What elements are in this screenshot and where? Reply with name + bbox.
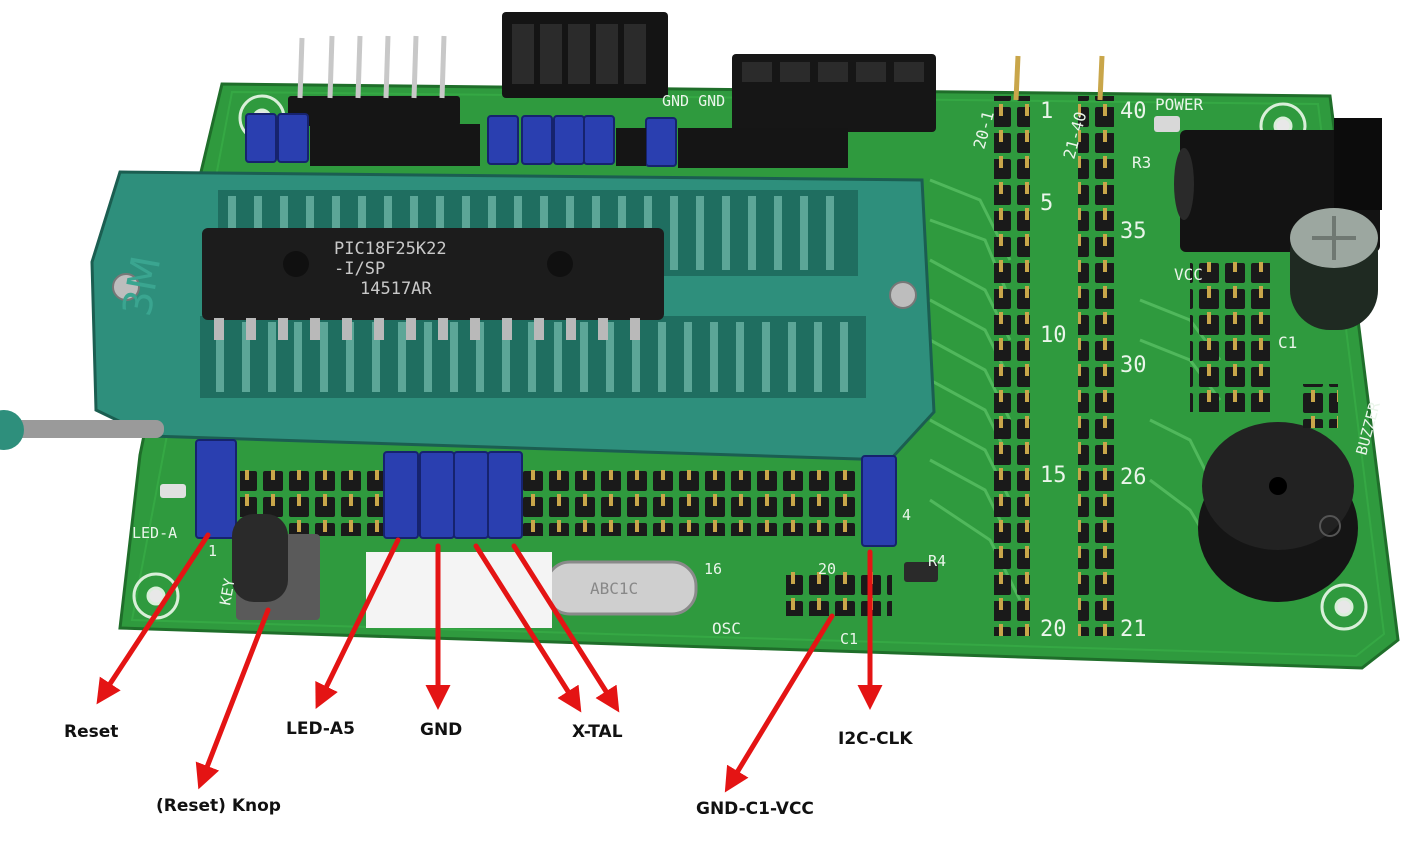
pin-number-label: 20 bbox=[1040, 617, 1067, 642]
arrow-x-tal-1 bbox=[473, 543, 582, 713]
arrow-gnd-c1-vcc bbox=[724, 613, 835, 793]
silk-4: 4 bbox=[902, 506, 911, 524]
silk-key: KEY bbox=[216, 577, 238, 607]
silk-c1: C1 bbox=[1278, 333, 1297, 352]
silk-power: POWER bbox=[1155, 95, 1204, 114]
pin-number-label: 26 bbox=[1120, 465, 1147, 490]
arrow-reset-knop bbox=[195, 607, 271, 790]
capacitor bbox=[1290, 208, 1378, 330]
silk-r3: R3 bbox=[1132, 153, 1151, 172]
osc-jumper-pins bbox=[786, 572, 892, 616]
silkscreen: POWER R3 VCC C1 BUZZER GND GND OSC C1 KE… bbox=[132, 92, 1384, 648]
arrow-led-a5 bbox=[315, 537, 401, 709]
bottom-header-row bbox=[240, 470, 860, 536]
bottom-jumpers bbox=[195, 439, 897, 547]
reset-button bbox=[232, 514, 320, 620]
chip-line-1: PIC18F25K22 bbox=[334, 239, 447, 259]
silk-20: 20 bbox=[818, 560, 836, 578]
arrow-x-tal-2 bbox=[511, 543, 620, 713]
pin-number-label: 30 bbox=[1120, 353, 1147, 378]
r4-resistor bbox=[904, 562, 938, 582]
zif-marking: 3M bbox=[115, 253, 171, 320]
right-pin-columns bbox=[994, 96, 1270, 636]
top-header-pins bbox=[288, 35, 460, 126]
callout-reset: Reset bbox=[64, 722, 119, 742]
silk-led-a: LED-A bbox=[132, 524, 177, 542]
pin-number-label: 15 bbox=[1040, 463, 1067, 488]
pin-number-label: 10 bbox=[1040, 323, 1067, 348]
top-jumpers bbox=[245, 113, 677, 167]
pic-chip: PIC18F25K22 -I/SP 14517AR bbox=[202, 228, 664, 340]
silk-vcc: VCC bbox=[1174, 265, 1203, 284]
callout-led-a5: LED-A5 bbox=[286, 719, 355, 739]
chip-line-2: -I/SP bbox=[334, 259, 385, 279]
silk-gnd-gnd: GND GND bbox=[662, 92, 725, 110]
led-a bbox=[160, 484, 186, 498]
crystal-label: ABC1C bbox=[590, 579, 638, 598]
buzzer bbox=[1198, 422, 1358, 602]
pin-number-label: 40 bbox=[1120, 99, 1147, 124]
callout-gnd: GND bbox=[420, 720, 463, 740]
pin-number-label: 21 bbox=[1120, 617, 1147, 642]
silk-1: 1 bbox=[208, 542, 217, 560]
power-led bbox=[1154, 116, 1180, 132]
pin-number-label: 5 bbox=[1040, 191, 1053, 216]
callout-i2c-clk: I2C-CLK bbox=[838, 729, 913, 749]
chip-line-3: 14517AR bbox=[360, 279, 432, 299]
pin-number-label: 35 bbox=[1120, 219, 1147, 244]
annotation-arrows bbox=[96, 532, 883, 793]
pin-number-label: 1 bbox=[1040, 99, 1053, 124]
callout-reset-knop: (Reset) Knop bbox=[156, 796, 281, 816]
callout-x-tal: X-TAL bbox=[572, 722, 623, 742]
arrow-reset bbox=[96, 532, 211, 705]
silk-16: 16 bbox=[704, 560, 722, 578]
silk-osc: OSC bbox=[712, 619, 741, 638]
silk-c1-small: C1 bbox=[840, 630, 858, 648]
pin-numbers-right: 40 35 30 26 21 bbox=[1120, 99, 1147, 642]
silk-r4: R4 bbox=[928, 552, 946, 570]
callout-gnd-c1-vcc: GND-C1-VCC bbox=[696, 799, 814, 819]
